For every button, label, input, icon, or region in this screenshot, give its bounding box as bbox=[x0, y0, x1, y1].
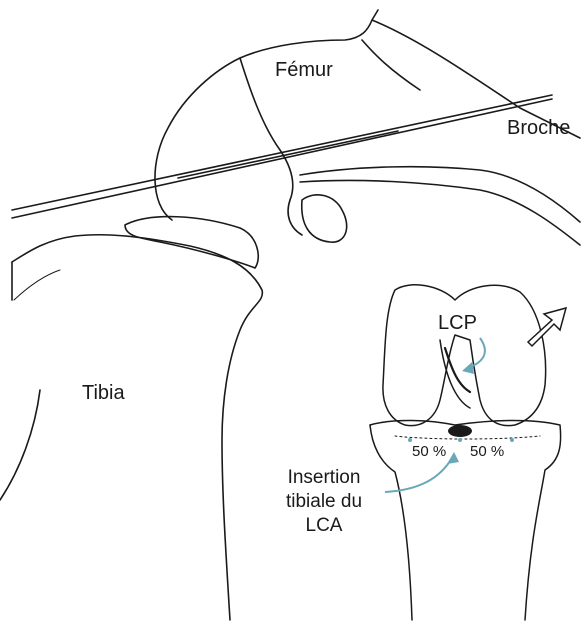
right-percent-label: 50 % bbox=[470, 444, 504, 459]
direction-arrow-icon bbox=[528, 308, 566, 346]
femur-ridge bbox=[362, 40, 420, 90]
acl-insertion-spot bbox=[448, 425, 472, 437]
posterior-knob bbox=[302, 195, 347, 242]
femur-label: Fémur bbox=[275, 60, 333, 80]
plateau-marker-center bbox=[458, 438, 462, 442]
tibia-outline bbox=[12, 235, 262, 620]
femur-shaft-lower-inner bbox=[300, 180, 580, 245]
tibia-left-hatch bbox=[14, 270, 60, 300]
meniscus-plate bbox=[125, 217, 258, 268]
broche-wire-bottom bbox=[12, 99, 552, 218]
broche-segment bbox=[178, 131, 398, 178]
left-percent-label: 50 % bbox=[412, 444, 446, 459]
curved-arrow-head-insertion bbox=[447, 452, 459, 464]
femur-outline bbox=[155, 10, 378, 220]
broche-label: Broche bbox=[507, 118, 570, 138]
frontal-tibia-plateau bbox=[370, 420, 561, 620]
frontal-knee bbox=[370, 285, 561, 620]
frontal-plateau-line bbox=[395, 436, 540, 439]
insertion-label: Insertion tibiale du LCA bbox=[264, 466, 384, 538]
tibia-label: Tibia bbox=[82, 383, 125, 403]
insertion-line-3: LCA bbox=[264, 514, 384, 538]
tibia-front-edge bbox=[0, 390, 40, 500]
plateau-marker-left bbox=[408, 438, 412, 442]
plateau-marker-right bbox=[510, 438, 514, 442]
insertion-line-2: tibiale du bbox=[264, 490, 384, 514]
insertion-line-1: Insertion bbox=[264, 466, 384, 490]
lcp-label: LCP bbox=[438, 313, 477, 333]
curved-arrow-head-lcp bbox=[462, 362, 474, 374]
notch-curve bbox=[288, 200, 302, 235]
broche-wire-top bbox=[12, 95, 552, 210]
